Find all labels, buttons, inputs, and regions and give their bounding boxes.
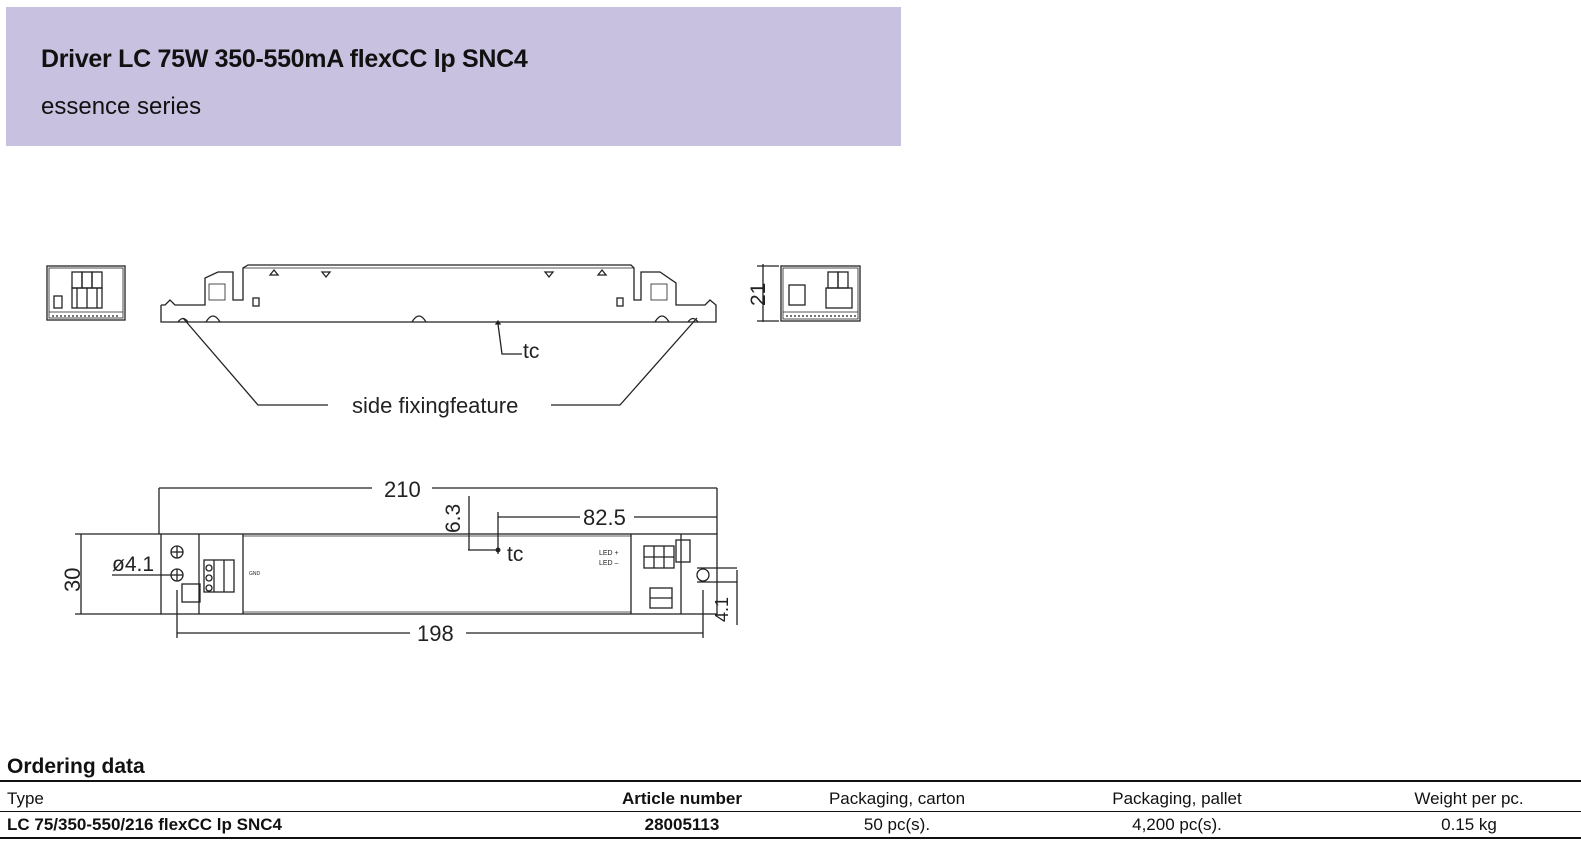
gnd-label: GND: [249, 571, 261, 577]
row-packaging-carton: 50 pc(s).: [863, 815, 931, 834]
dim-width: 30: [60, 568, 85, 592]
row-rule: [0, 837, 1581, 839]
left-end-view: [46, 265, 126, 321]
technical-drawing: tc side fixingfeature 21 210 6.3 82.5 tc…: [46, 264, 861, 646]
dim-offset: 6.3: [442, 504, 465, 533]
product-header: Driver LC 75W 350-550mA flexCC lp SNC4 e…: [6, 7, 901, 146]
ordering-top-rule: [0, 780, 1581, 782]
dim-tc-position: 82.5: [583, 505, 626, 530]
col-packaging-pallet: Packaging, pallet: [1112, 789, 1242, 808]
ordering-data-title: Ordering data: [7, 755, 145, 778]
row-type: LC 75/350-550/216 flexCC lp SNC4: [7, 815, 282, 834]
dim-slot: 4.1: [712, 597, 732, 622]
led-minus-label: LED –: [599, 560, 619, 567]
led-plus-label: LED +: [599, 550, 619, 557]
col-article-number: Article number: [622, 789, 742, 808]
side-view: [160, 264, 717, 406]
header-rule: [0, 811, 1581, 812]
table-row: LC 75/350-550/216 flexCC lp SNC4 2800511…: [0, 812, 1581, 838]
tc-marker-label: tc: [507, 543, 523, 566]
side-fixing-label: side fixingfeature: [352, 393, 518, 418]
table-header-row: Type Article number Packaging, carton Pa…: [0, 786, 1581, 812]
ordering-table: Type Article number Packaging, carton Pa…: [0, 786, 1581, 838]
row-article-number: 28005113: [644, 815, 720, 834]
tc-label: tc: [523, 340, 539, 363]
col-type: Type: [7, 789, 44, 808]
col-weight: Weight per pc.: [1414, 789, 1524, 808]
dim-hole: ø4.1: [112, 553, 154, 576]
row-weight: 0.15 kg: [1441, 815, 1497, 834]
dim-height: 21: [747, 283, 770, 306]
col-packaging-carton: Packaging, carton: [828, 789, 966, 808]
product-title: Driver LC 75W 350-550mA flexCC lp SNC4: [41, 45, 528, 73]
right-end-view: [757, 264, 861, 322]
dim-length-total: 210: [384, 477, 421, 502]
dim-mount-spacing: 198: [417, 621, 454, 646]
top-view: [75, 487, 738, 638]
product-series: essence series: [41, 93, 202, 120]
row-packaging-pallet: 4,200 pc(s).: [1132, 815, 1222, 834]
